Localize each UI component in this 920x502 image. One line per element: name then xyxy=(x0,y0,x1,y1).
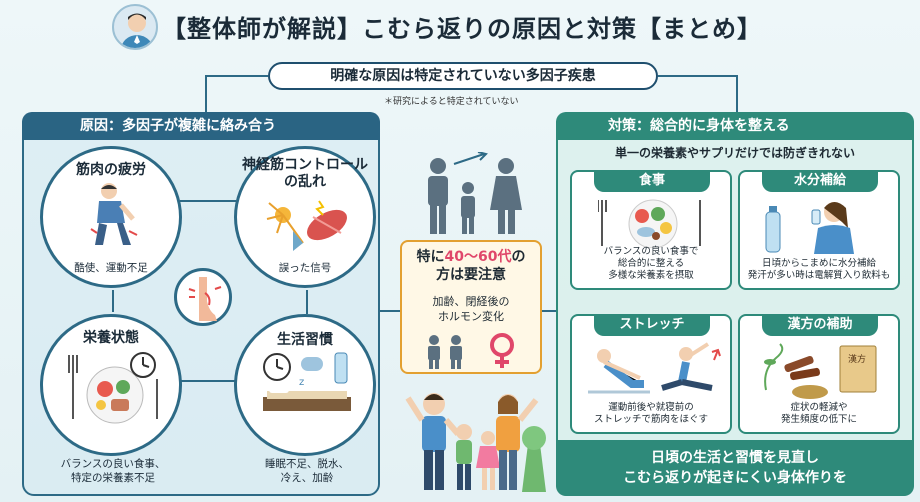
card-caption: 症状の軽減や 発生頻度の低下に xyxy=(780,402,857,425)
cause-caption: 誤った信号 xyxy=(278,262,332,274)
measure-card-hydration: 水分補給 日頃からこまめに水分補給 発汗が多い時は電解質入り飲料も xyxy=(738,170,900,290)
herbal-medicine-icon: 漢方 xyxy=(764,343,877,399)
cause-title: 栄養状態 xyxy=(83,330,139,346)
nerve-muscle-icon xyxy=(266,200,347,251)
card-tag: 水分補給 xyxy=(762,170,878,192)
attention-sub: 加齢、閉経後の ホルモン変化 xyxy=(432,295,510,323)
elder-couple-and-female-icon xyxy=(428,333,514,369)
connector-line xyxy=(180,200,236,202)
card-tag: 漢方の補助 xyxy=(762,314,878,336)
cause-title: 筋肉の疲労 xyxy=(76,162,146,178)
leg-cramp-circle xyxy=(174,268,232,326)
drinking-water-icon xyxy=(765,202,854,254)
cause-lifestyle: 生活習慣 z 睡眠不足、脱水、 冷え、加齢 xyxy=(234,314,376,484)
attention-line1-pre: 特に xyxy=(416,249,445,265)
connector-line xyxy=(658,75,738,77)
attention-line1-post: の xyxy=(511,249,526,265)
card-caption: 日頃からこまめに水分補給 発汗が多い時は電解質入り飲料も xyxy=(747,258,891,281)
cause-caption: 酷使、運動不足 xyxy=(74,262,148,274)
cause-muscle-fatigue: 筋肉の疲労 酷使、運動不足 xyxy=(40,146,182,288)
card-tag: ストレッチ xyxy=(594,314,710,336)
attention-title: 特に40〜60代の 方は要注意 xyxy=(402,248,540,284)
title-bar: 【整体師が解説】こむら返りの原因と対策【まとめ】 xyxy=(0,0,920,52)
connector-line xyxy=(736,75,738,113)
connector-line xyxy=(378,310,402,312)
measure-card-food: 食事 バランスの良い食事で 総合的に整える 多様な栄養素を摂取 xyxy=(570,170,732,290)
card-tag: 食事 xyxy=(594,170,710,192)
tired-person-icon xyxy=(90,183,138,245)
cause-title: 生活習慣 xyxy=(277,332,333,348)
leg-cramp-icon xyxy=(188,277,222,321)
cause-neuromuscular: 神経筋コントロール の乱れ 誤った信号 xyxy=(234,146,376,288)
happy-family-icon xyxy=(405,393,546,492)
connector-line xyxy=(205,75,268,77)
bottom-banner: 日頃の生活と習慣を見直し こむら返りが起きにくい身体作りを xyxy=(556,440,914,496)
family-silhouette-icon xyxy=(428,152,522,234)
meal-plate-icon xyxy=(68,352,158,424)
healthy-food-icon xyxy=(598,199,701,248)
page-title: 【整体師が解説】こむら返りの原因と対策【まとめ】 xyxy=(162,15,762,43)
cause-nutrition: 栄養状態 バランスの良い食事、 特定の栄養素不足 xyxy=(40,314,182,484)
sleep-bed-icon: z xyxy=(263,352,351,411)
attention-line2: 方は要注意 xyxy=(436,267,506,283)
measures-header: 対策：総合的に身体を整える xyxy=(556,112,914,140)
subtitle-bubble: 明確な原因は特定されていない多因子疾患 xyxy=(268,62,658,90)
svg-text:z: z xyxy=(299,377,304,388)
connector-line xyxy=(306,290,308,314)
connector-line xyxy=(180,380,236,382)
connector-line xyxy=(112,290,114,312)
card-caption: 運動前後や就寝前の ストレッチで筋肉をほぐす xyxy=(593,402,708,425)
measure-card-stretch: ストレッチ 運動前後や就寝前の ストレッチで筋肉をほぐす xyxy=(570,314,732,434)
connector-line xyxy=(205,75,207,113)
stretching-icon xyxy=(588,342,721,394)
cause-caption: バランスの良い食事、 特定の栄養素不足 xyxy=(60,458,166,484)
kanpo-package-label: 漢方 xyxy=(848,353,866,365)
causes-header: 原因：多因子が複雑に絡み合う xyxy=(22,112,380,140)
card-caption: バランスの良い食事で 総合的に整える 多様な栄養素を摂取 xyxy=(603,246,699,281)
connector-line xyxy=(542,310,558,312)
cause-caption: 睡眠不足、脱水、 冷え、加齢 xyxy=(265,458,349,484)
attention-box: 特に40〜60代の 方は要注意 加齢、閉経後の ホルモン変化 xyxy=(400,240,542,374)
measure-card-kanpo: 漢方の補助 漢方 症状の軽減や 発生頻度の低下に xyxy=(738,314,900,434)
cause-title: 神経筋コントロール の乱れ xyxy=(242,157,368,190)
chiropractor-avatar-icon xyxy=(112,4,158,50)
research-note: ＊研究によると特定されていない xyxy=(384,97,519,107)
measures-subheading: 単一の栄養素やサプリだけでは防ぎきれない xyxy=(614,146,855,160)
attention-age-range: 40〜60代 xyxy=(444,249,512,265)
